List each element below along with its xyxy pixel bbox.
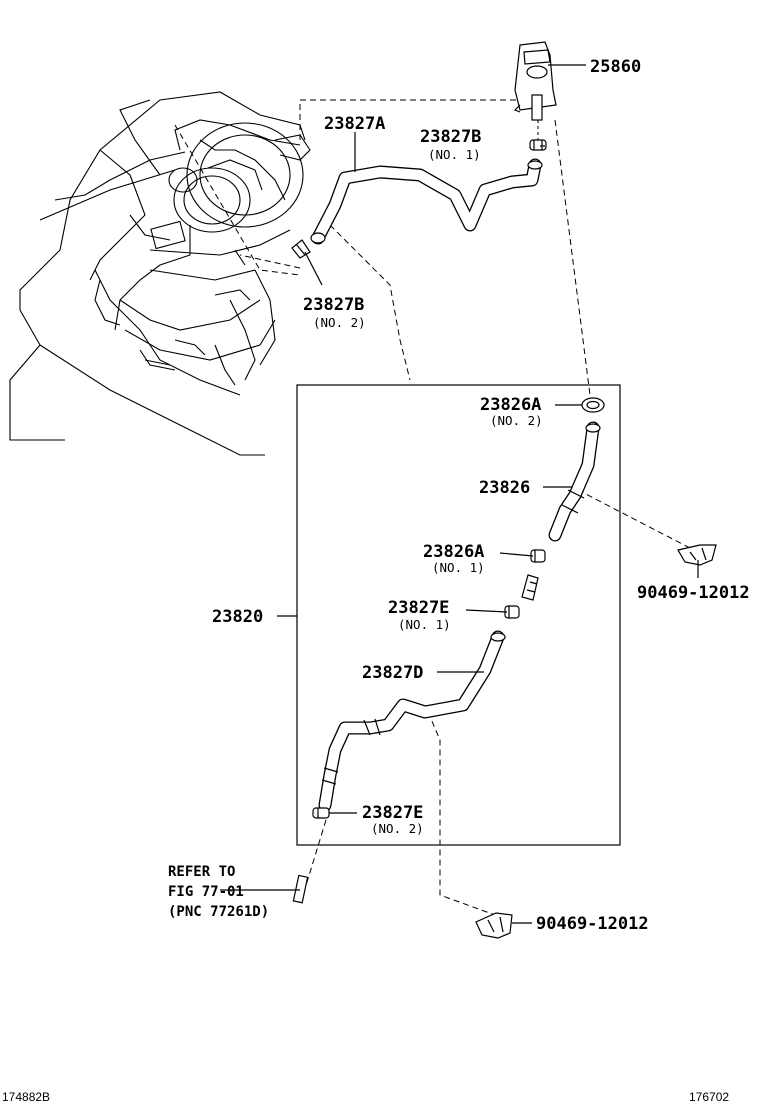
vsv-valve-25860 — [513, 41, 557, 121]
leader-lines — [220, 64, 699, 924]
reference-line2: FIG 77-01 — [168, 884, 244, 900]
connector-pipe — [521, 574, 539, 601]
clamp-23826A-no2 — [581, 397, 605, 413]
reference-line1: REFER TO — [168, 864, 235, 880]
label-23827E-no1: 23827E — [388, 598, 449, 618]
reference-note: REFER TO FIG 77-01 (PNC 77261D) — [168, 864, 269, 920]
label-23827B-no2-sub: (NO. 2) — [313, 315, 366, 330]
label-23827B-no2: 23827B — [303, 295, 364, 315]
label-23827E-no1-sub: (NO. 1) — [398, 617, 451, 632]
engine-illustration — [9, 91, 311, 456]
reference-line3: (PNC 77261D) — [168, 904, 269, 920]
label-23826A-no1: 23826A — [423, 542, 484, 562]
clamp-23826A-no1 — [530, 549, 546, 563]
label-23826A-no2-sub: (NO. 2) — [490, 413, 543, 428]
clamp-23827E-no2 — [312, 807, 330, 819]
label-23820: 23820 — [212, 607, 263, 627]
clamp-23827E-no1 — [504, 605, 520, 619]
clamp-23827B-no1 — [529, 139, 547, 151]
clip-90469-lower — [475, 912, 513, 939]
pipe-stub — [292, 874, 309, 904]
label-23827E-no2-sub: (NO. 2) — [371, 821, 424, 836]
hose-23827D — [318, 630, 506, 812]
label-23827A: 23827A — [324, 114, 385, 134]
label-23826A-no2: 23826A — [480, 395, 541, 415]
assembly-box-23820 — [296, 384, 621, 846]
label-90469-upper: 90469-12012 — [637, 583, 750, 603]
hose-23827A — [310, 158, 543, 245]
clip-90469-upper — [677, 544, 717, 566]
label-23827B-no1: 23827B — [420, 127, 481, 147]
footer-codes: 174882B 176702 — [2, 1090, 729, 1104]
label-23827B-no1-sub: (NO. 1) — [428, 147, 481, 162]
label-23827D: 23827D — [362, 663, 423, 683]
dashed-leaders — [174, 99, 691, 916]
label-23826: 23826 — [479, 478, 530, 498]
footer-right-code: 176702 — [689, 1090, 729, 1104]
footer-left-code: 174882B — [2, 1090, 50, 1104]
hose-23826 — [548, 421, 601, 542]
label-90469-lower: 90469-12012 — [536, 914, 649, 934]
callout-labels: 25860 23827A 23827B (NO. 1) 23827B (NO. … — [212, 57, 750, 934]
label-23827E-no2: 23827E — [362, 803, 423, 823]
label-23826A-no1-sub: (NO. 1) — [432, 560, 485, 575]
label-25860: 25860 — [590, 57, 641, 77]
